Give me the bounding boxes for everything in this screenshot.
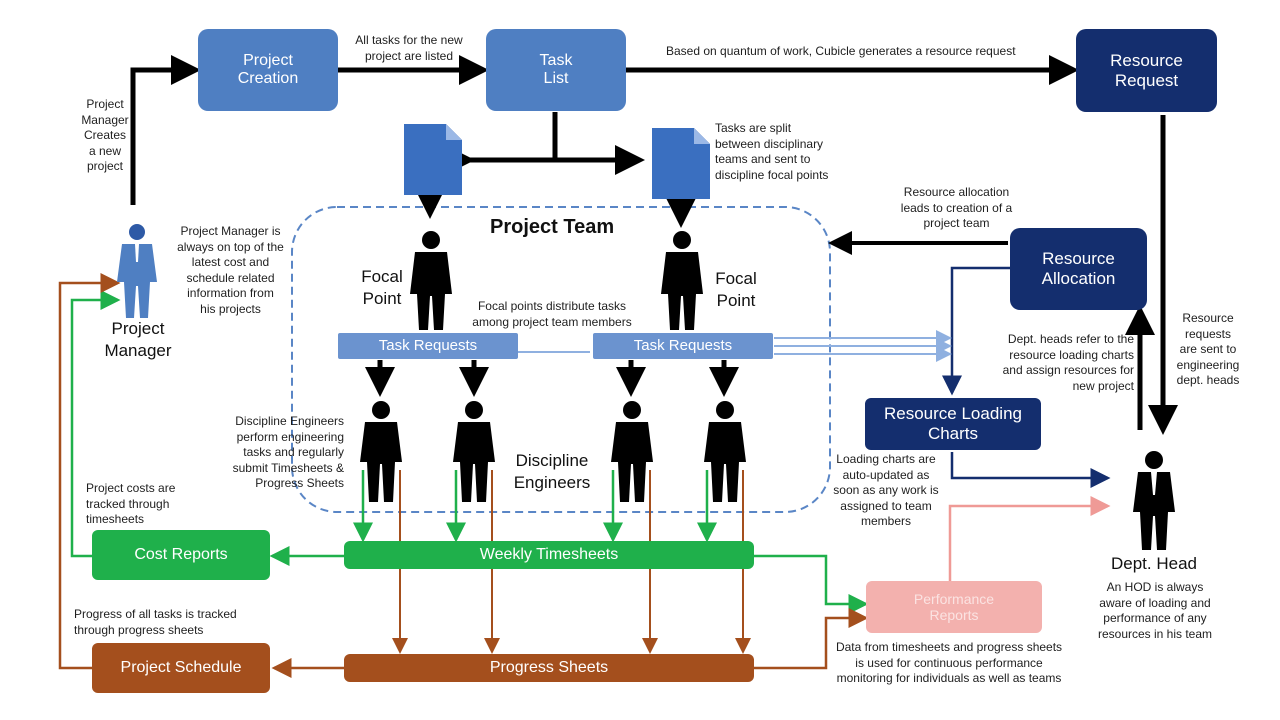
project-manager-label: Project Manager	[104, 319, 172, 361]
note-quantum-of-work: Based on quantum of work, Cubicle genera…	[666, 44, 1016, 58]
weekly-timesheets-box: Weekly Timesheets	[344, 541, 754, 569]
person-icon	[661, 231, 703, 330]
note-pm-creates: Project Manager Creates a new project	[81, 97, 129, 174]
note-focal-distribute: Focal points distribute tasks among proj…	[472, 299, 632, 329]
businessman-icon	[117, 224, 157, 318]
resource-request-box: Resource Request	[1076, 29, 1217, 112]
note-pm-on-top: Project Manager is always on top of the …	[177, 224, 284, 316]
person-icon	[410, 231, 452, 330]
resource-allocation-box: Resource Allocation	[1010, 228, 1147, 310]
note-resource-allocation-leads: Resource allocation leads to creation of…	[900, 185, 1013, 231]
focal-point-left-label: Focal Point	[361, 267, 403, 309]
document-icon	[652, 128, 710, 199]
progress-sheets-box: Progress Sheets	[344, 654, 754, 682]
note-loading-auto: Loading charts are auto-updated as soon …	[833, 452, 939, 529]
project-team-region	[291, 206, 831, 513]
note-requests-sent: Resource requests are sent to engineerin…	[1176, 311, 1240, 388]
person-icon	[360, 401, 402, 502]
project-team-title: Project Team	[490, 216, 615, 238]
person-icon	[704, 401, 746, 502]
focal-point-right-label: Focal Point	[715, 269, 757, 311]
task-requests-right-box: Task Requests	[593, 333, 773, 359]
note-engineers-perform: Discipline Engineers perform engineering…	[232, 414, 344, 491]
project-schedule-box: Project Schedule	[92, 643, 270, 693]
note-hod-aware: An HOD is always aware of loading and pe…	[1097, 580, 1213, 641]
resource-loading-charts-box: Resource Loading Charts	[865, 398, 1041, 450]
performance-reports-box: Performance Reports	[866, 581, 1042, 633]
businessman-icon	[1133, 451, 1175, 550]
discipline-engineers-label: Discipline Engineers	[513, 451, 591, 493]
note-costs-tracked: Project costs are tracked through timesh…	[86, 481, 176, 527]
note-data-from: Data from timesheets and progress sheets…	[835, 640, 1063, 686]
note-tasks-split: Tasks are split between disciplinary tea…	[715, 121, 829, 182]
note-all-tasks-listed: All tasks for the new project are listed	[355, 33, 463, 63]
dept-head-label: Dept. Head	[1111, 554, 1197, 573]
note-progress-tracked: Progress of all tasks is tracked through…	[74, 607, 237, 637]
person-icon	[611, 401, 653, 502]
cost-reports-box: Cost Reports	[92, 530, 270, 580]
task-requests-left-box: Task Requests	[338, 333, 518, 359]
project-creation-box: Project Creation	[198, 29, 338, 111]
note-dept-heads-refer: Dept. heads refer to the resource loadin…	[1002, 332, 1134, 393]
task-list-box: Task List	[486, 29, 626, 111]
person-icon	[453, 401, 495, 502]
document-icon	[404, 124, 462, 195]
